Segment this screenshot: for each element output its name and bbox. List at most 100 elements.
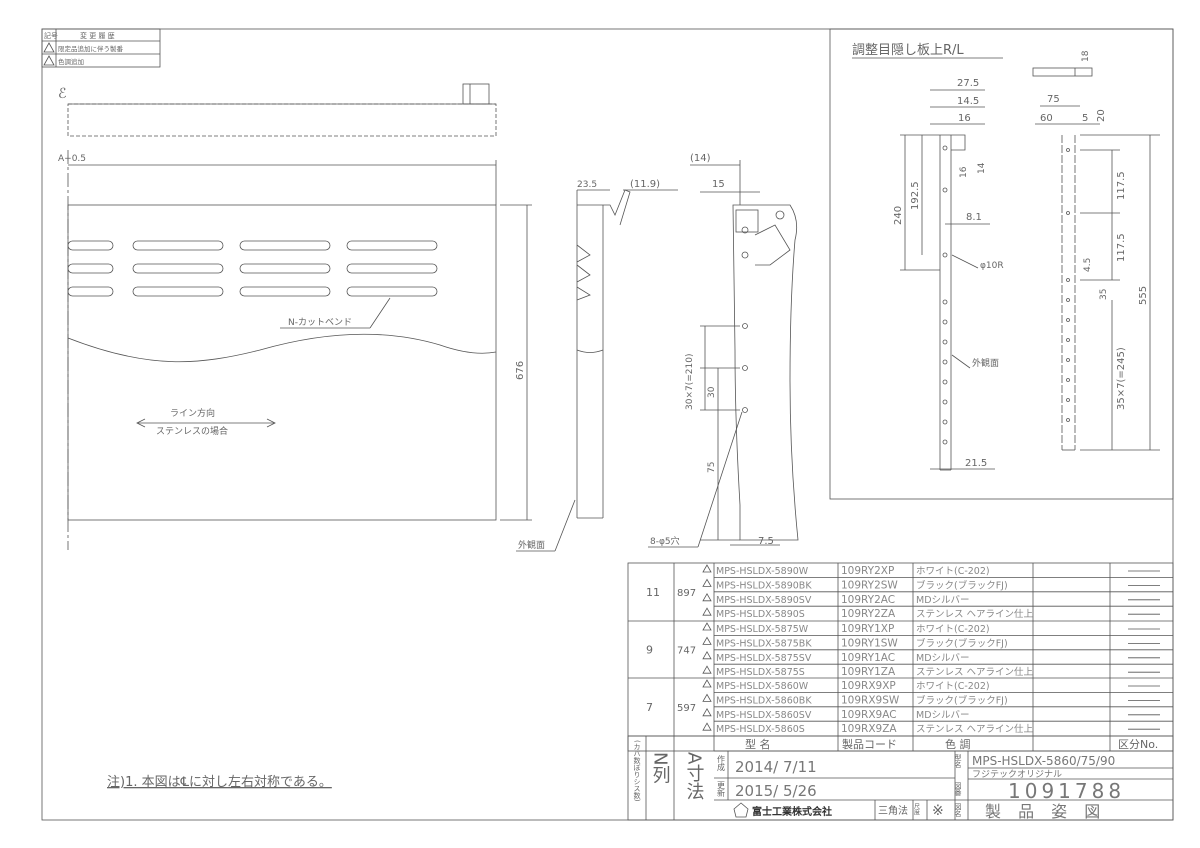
- revision-triangle-icon: [702, 665, 712, 674]
- side2-dim-30: 30: [707, 386, 717, 398]
- label-outer-face: 外観面: [518, 539, 545, 551]
- table-cell-model: MPS-HSLDX-5860SV: [716, 710, 812, 721]
- label-cut-bend: N-カットベンド: [288, 317, 352, 328]
- table-cell-code: 109RY2AC: [841, 594, 895, 606]
- revision-triangle-icon: [702, 578, 712, 587]
- title-model-name: MPS-HSLDX-5860/75/90: [972, 754, 1115, 768]
- detail-dim-16: 16: [958, 113, 971, 124]
- side2-dim-75: 75: [707, 462, 717, 473]
- title-company: 富士工業株式会社: [752, 805, 832, 818]
- centerline-symbol: ℰ: [58, 86, 66, 102]
- revision-header-title: 変 更 履 歴: [80, 31, 115, 40]
- title-a-dim: A寸法: [684, 752, 705, 800]
- title-drawing-number: 1091788: [1008, 779, 1125, 803]
- detail-dim-27-5: 27.5: [957, 78, 979, 89]
- table-cell-color: MDシルバー: [916, 653, 970, 664]
- detail-dim-35: 35: [1099, 289, 1109, 300]
- table-cell-model: MPS-HSLDX-5875SV: [716, 653, 812, 664]
- table-cell-color: ステンレス ヘアライン仕上: [916, 608, 1034, 620]
- side2-label-holes: 8-φ5穴: [650, 535, 680, 547]
- table-cell-color: ホワイト(C-202): [916, 624, 990, 635]
- title-date-made: 2014/ 7/11: [735, 758, 817, 776]
- title-date-updated: 2015/ 5/26: [735, 782, 817, 800]
- detail-dim-75: 75: [1047, 94, 1060, 105]
- detail-left-holes: [942, 145, 948, 445]
- detail-dim-192-5: 192.5: [910, 181, 921, 210]
- title-scale-label: 尺度: [913, 803, 920, 816]
- side2-dim-14: (14): [690, 153, 711, 164]
- table-cell-model: MPS-HSLDX-5875W: [716, 624, 809, 635]
- vent-slots: [67, 240, 438, 297]
- detail-right-holes: [1066, 148, 1070, 422]
- detail-panel: 調整目隠し板上R/L 18 27.5 14.5 16: [829, 28, 1174, 500]
- table-header-div: 区分No.: [1118, 738, 1158, 751]
- side-view-2: (14) 15 30×7(=210) 30 75 7.5 8-φ5穴: [648, 153, 799, 548]
- title-number-label: 図番: [954, 782, 962, 797]
- detail-dim-18: 18: [1081, 50, 1091, 62]
- detail-dim-14: 14: [977, 162, 987, 174]
- detail-dim-117-5b: 117.5: [1116, 233, 1127, 262]
- table-cell-code: 109RY1SW: [841, 637, 898, 649]
- title-projection: 三角法: [878, 804, 908, 817]
- detail-dim-14-5: 14.5: [957, 96, 979, 107]
- title-n-col: N列: [650, 752, 671, 783]
- table-group-a: 897: [677, 588, 696, 599]
- table-cell-color: MDシルバー: [916, 710, 970, 721]
- title-name-label: 図名: [954, 803, 962, 818]
- table-cell-model: MPS-HSLDX-5860W: [716, 681, 809, 692]
- table-cell-model: MPS-HSLDX-5890BK: [716, 580, 812, 591]
- detail-title: 調整目隠し板上R/L: [852, 43, 964, 58]
- company-logo-icon: [733, 802, 749, 818]
- front-dim-height: 676: [515, 361, 526, 380]
- side2-dim-15: 15: [712, 179, 725, 190]
- table-header-code: 製品コード: [842, 737, 897, 751]
- revision-header-mark: 記号: [44, 31, 58, 40]
- table-cell-code: 109RY1AC: [841, 652, 895, 664]
- table-cell-color: ホワイト(C-202): [916, 681, 990, 692]
- table-group-n: 11: [646, 586, 660, 599]
- table-cell-model: MPS-HSLDX-5890W: [716, 566, 809, 577]
- table-cell-code: 109RY2ZA: [841, 608, 896, 620]
- detail-dim-5: 5: [1082, 113, 1088, 124]
- revision-triangle-icon: [702, 622, 712, 631]
- table-cell-code: 109RY2SW: [841, 579, 898, 591]
- revision-triangle-icon: [702, 693, 712, 702]
- table-cell-color: ブラック(ブラックFJ): [916, 579, 1008, 591]
- title-sub-label: フジテックオリジナル: [972, 769, 1062, 780]
- table-cell-color: ブラック(ブラックFJ): [916, 637, 1008, 649]
- table-cell-code: 109RY1XP: [841, 623, 894, 635]
- revision-triangle-icon: [702, 607, 712, 616]
- side2-dim-pitch: 30×7(=210): [685, 354, 695, 410]
- table-cell-code: 109RX9XP: [841, 680, 896, 692]
- detail-dim-10r: φ10R: [980, 261, 1004, 271]
- detail-dim-4-5: 4.5: [1083, 258, 1093, 272]
- detail-dim-555: 555: [1138, 286, 1149, 305]
- revision-row1: 限定品追加に伴う製番: [58, 44, 124, 53]
- table-cell-model: MPS-HSLDX-5875BK: [716, 638, 812, 649]
- table-cell-model: MPS-HSLDX-5890S: [716, 609, 805, 620]
- table-cell-code: 109RX9ZA: [841, 723, 897, 735]
- title-block: (カバ数ぼりシス数) N列 A寸法 作成 更新 2014/ 7/11 2015/…: [627, 735, 1174, 821]
- title-label-made: 作成: [717, 754, 726, 772]
- table-cell-color: ステンレス ヘアライン仕上: [916, 666, 1034, 678]
- table-cell-model: MPS-HSLDX-5860BK: [716, 695, 812, 706]
- detail-dim-20: 20: [1096, 109, 1107, 122]
- detail-dim-60: 60: [1040, 113, 1053, 124]
- drawing-note: 注)1. 本図は℄に対し左右対称である。: [107, 775, 332, 790]
- revision-triangle-icon: [702, 722, 712, 731]
- table-group-n: 9: [646, 644, 653, 657]
- revision-triangle-icon: [702, 592, 712, 602]
- detail-dim-35x7: 35×7(=245): [1116, 347, 1127, 410]
- table-group-a: 597: [677, 703, 696, 714]
- detail-dim-16b: 16: [959, 166, 969, 178]
- side1-dim-angle: (11.9): [630, 179, 660, 190]
- front-view: A+0.5 676 N-カットベンド: [58, 150, 576, 552]
- table-cell-model: MPS-HSLDX-5875S: [716, 667, 805, 678]
- revision-triangle-icon: [702, 679, 712, 688]
- detail-dim-240: 240: [893, 206, 904, 225]
- revision-triangle-icon: [702, 564, 712, 573]
- detail-dim-117-5a: 117.5: [1116, 171, 1127, 200]
- revision-row2: 色調追加: [58, 57, 84, 66]
